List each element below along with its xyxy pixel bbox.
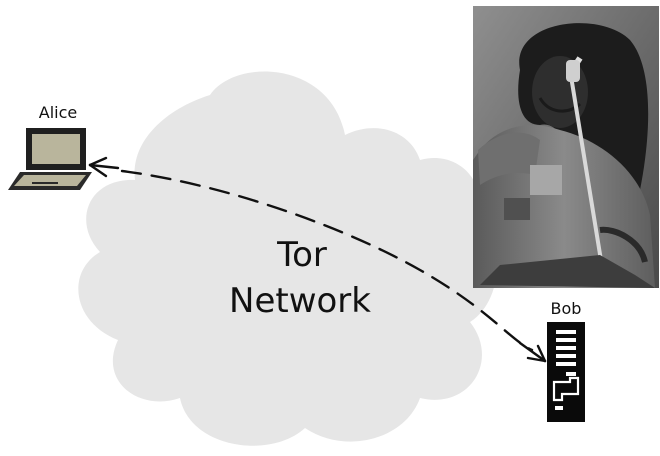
laptop-icon bbox=[8, 128, 92, 190]
performer-photo bbox=[473, 6, 659, 289]
connection-line bbox=[120, 169, 534, 352]
server-icon bbox=[547, 322, 585, 422]
tor-cloud bbox=[78, 71, 498, 446]
arrowhead-alice bbox=[88, 156, 120, 178]
alice-label: Alice bbox=[39, 103, 77, 122]
cloud-label-line-1: Tor bbox=[276, 235, 327, 275]
bob-label: Bob bbox=[551, 299, 582, 318]
arrowhead-bob bbox=[518, 341, 547, 363]
cloud-label-line-2: Network bbox=[229, 281, 371, 321]
